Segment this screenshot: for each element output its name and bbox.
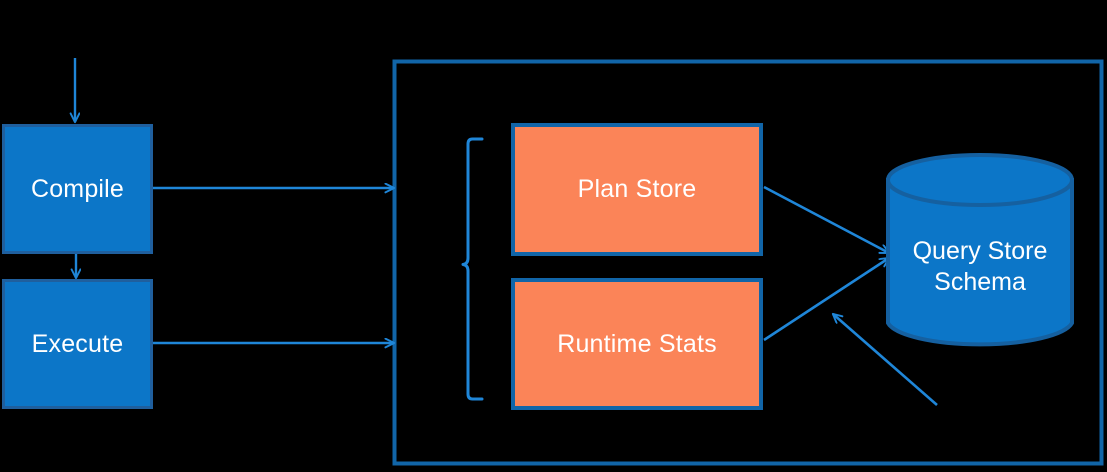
process-node-execute[interactable]: Execute — [2, 279, 153, 409]
store-node-plan-store-label: Plan Store — [577, 175, 697, 203]
runtime-stats-to-schema-connector — [763, 256, 889, 342]
process-node-execute-label: Execute — [31, 329, 124, 358]
store-node-runtime-stats[interactable]: Runtime Stats — [511, 278, 763, 410]
store-node-plan-store[interactable]: Plan Store — [511, 123, 763, 256]
external-to-schema-connector — [833, 314, 938, 406]
store-group-brace — [461, 137, 484, 401]
query-store-boundary — [392, 59, 1104, 466]
process-node-compile-label: Compile — [30, 174, 125, 203]
process-node-compile[interactable]: Compile — [2, 124, 153, 254]
plan-store-to-schema-connector — [763, 185, 889, 255]
store-node-runtime-stats-label: Runtime Stats — [557, 329, 717, 358]
query-store-schema-cylinder — [886, 153, 1074, 347]
